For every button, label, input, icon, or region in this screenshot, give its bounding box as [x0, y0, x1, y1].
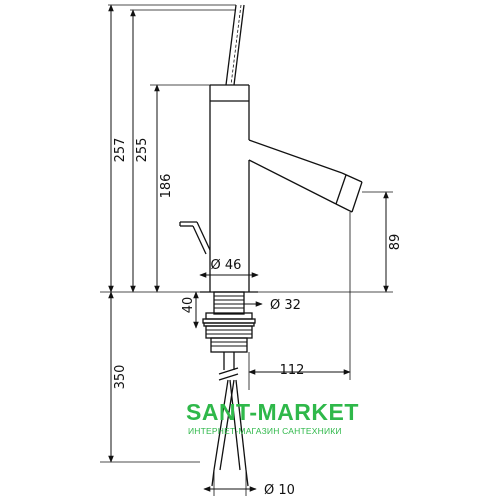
threaded-shank: [202, 291, 256, 353]
watermark-brand: SANT-MARKET: [186, 399, 359, 425]
dim-d10-label: Ø 10: [264, 483, 295, 498]
dim-257-label: 257: [113, 138, 128, 163]
dim-255-label: 255: [135, 138, 150, 163]
lever-handle: [225, 4, 245, 86]
dim-112-label: 112: [280, 363, 305, 378]
dim-89-label: 89: [388, 234, 403, 251]
popup-rod: [179, 221, 211, 255]
dim-d32-label: Ø 32: [270, 298, 301, 313]
dim-40-label: 40: [181, 297, 196, 314]
dim-186-label: 186: [159, 174, 174, 199]
dim-350-label: 350: [113, 365, 128, 390]
dim-d46-label: Ø 46: [211, 258, 242, 273]
dimension-lines: [108, 4, 389, 492]
watermark-tagline: ИНТЕРНЕТ-МАГАЗИН САНТЕХНИКИ: [188, 426, 342, 436]
